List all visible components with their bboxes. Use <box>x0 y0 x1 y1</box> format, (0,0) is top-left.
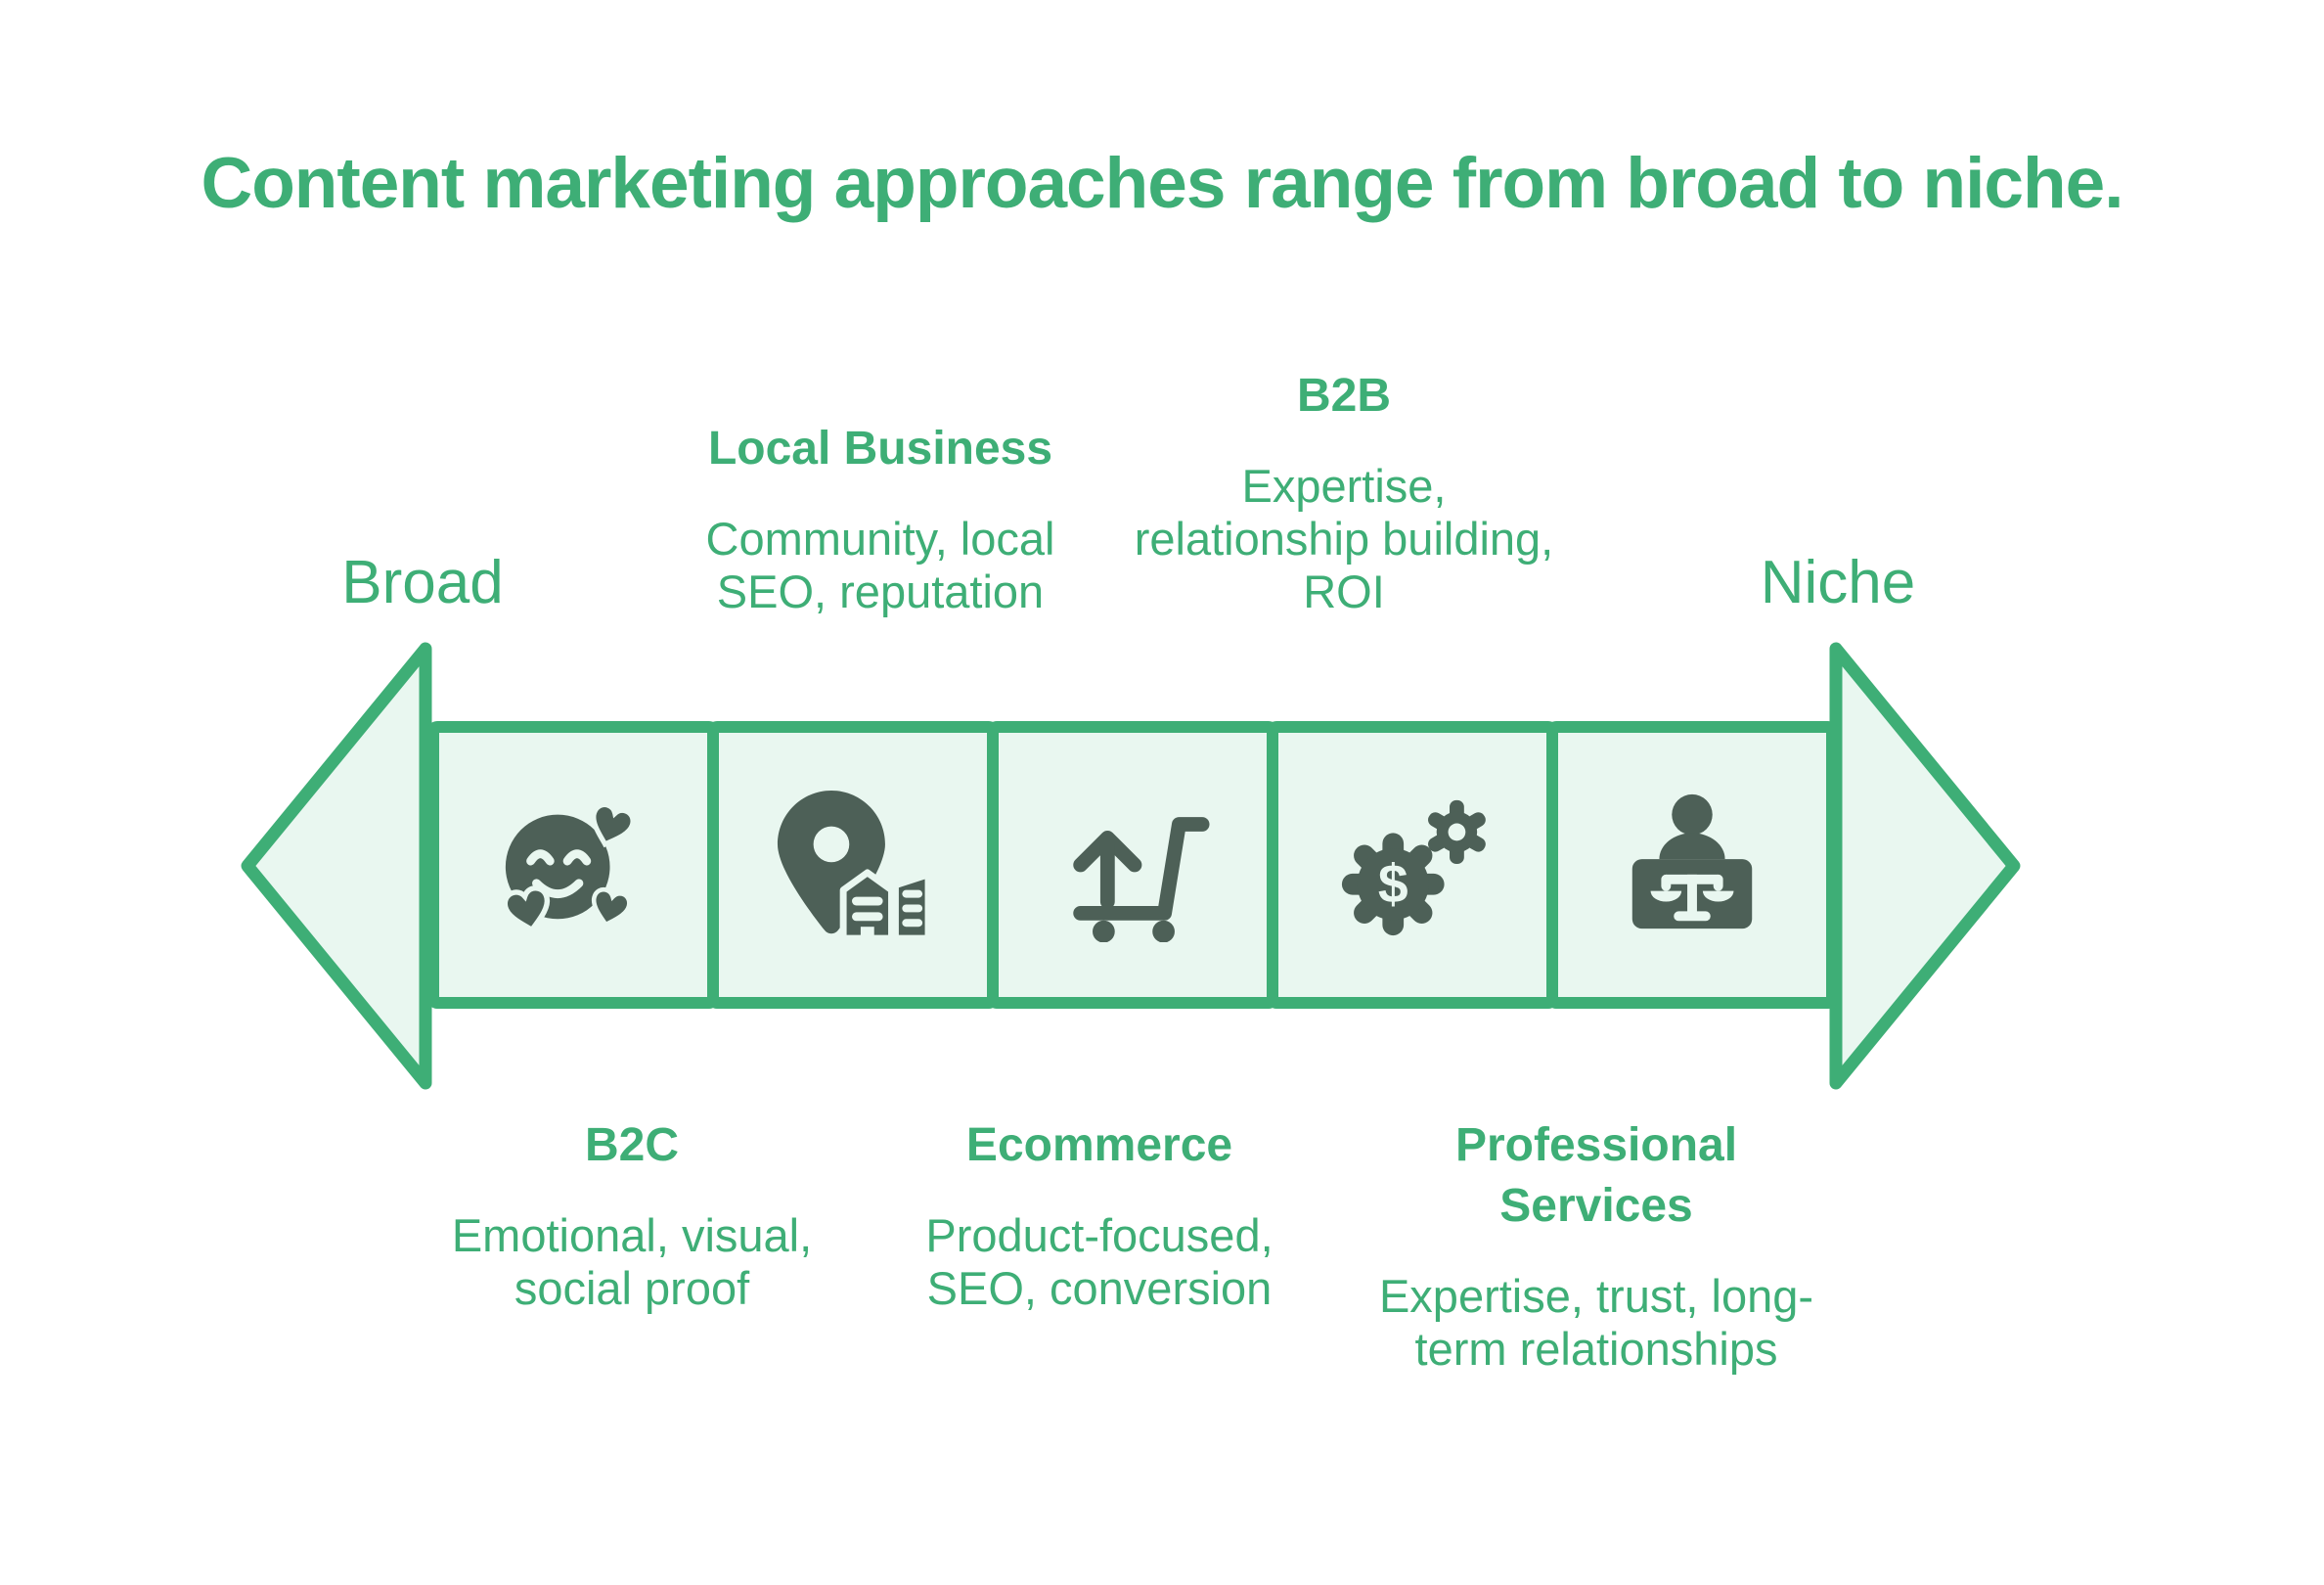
cart-arrow-up-icon <box>1073 817 1210 942</box>
heart-top-right <box>591 801 636 848</box>
right-arrowhead-icon <box>1829 642 2021 1090</box>
segment-label-local-business: Local Business Community, local SEO, rep… <box>587 419 1174 618</box>
building-windows <box>852 889 923 939</box>
left-eye <box>526 849 555 866</box>
large-gear-shape <box>1341 833 1445 936</box>
segment-box-row: $ <box>427 721 1838 1009</box>
segment-description: Expertise, relationship building, ROI <box>1134 460 1554 617</box>
segment-box-professional-services <box>1546 721 1838 1009</box>
segment-label-b2c: B2C Emotional, visual, social proof <box>338 1115 925 1315</box>
segment-heading: B2B <box>1296 370 1392 422</box>
left-arrowhead-icon <box>241 642 432 1090</box>
person-shoulders <box>1659 833 1725 860</box>
segment-heading: B2C <box>584 1119 680 1171</box>
segment-description: Product-focused, SEO, conversion <box>925 1209 1274 1314</box>
heart-bottom-right <box>591 886 632 928</box>
person-desk-scales-icon <box>1631 793 1753 929</box>
segment-description: Emotional, visual, social proof <box>451 1209 813 1314</box>
cart-wheels <box>1093 920 1175 942</box>
segment-box-local-business <box>707 721 999 1009</box>
cart-handle <box>1073 817 1210 921</box>
person-head <box>1672 793 1713 836</box>
segment-box-ecommerce <box>987 721 1278 1009</box>
scales-of-justice <box>1650 874 1734 922</box>
segment-box-b2c <box>427 721 719 1009</box>
arrow-up-chevron <box>1073 830 1142 873</box>
segment-description: Community, local SEO, reputation <box>705 513 1055 617</box>
broad-axis-label: Broad <box>341 549 504 616</box>
segment-label-professional-services: Professional Services Expertise, trust, … <box>1303 1115 1890 1376</box>
segment-heading: Ecommerce <box>965 1119 1233 1171</box>
dollar-gears-icon: $ <box>1341 799 1486 936</box>
right-eye <box>562 849 592 866</box>
segment-label-b2b: B2B Expertise, relationship building, RO… <box>1050 366 1637 618</box>
smiling-face-hearts-icon <box>502 801 636 934</box>
segment-heading: Professional Services <box>1454 1119 1738 1232</box>
segment-description: Expertise, trust, long- term relationshi… <box>1378 1270 1814 1375</box>
dollar-sign: $ <box>1378 854 1408 915</box>
segment-label-ecommerce: Ecommerce Product-focused, SEO, conversi… <box>806 1115 1393 1315</box>
segment-heading: Local Business <box>707 423 1053 475</box>
heart-bottom-left <box>502 885 551 934</box>
segment-box-b2b: $ <box>1267 721 1558 1009</box>
page-title: Content marketing approaches range from … <box>201 144 2124 223</box>
small-gear-shape <box>1428 799 1486 865</box>
niche-axis-label: Niche <box>1760 549 1916 616</box>
location-pin-buildings-icon <box>777 790 930 942</box>
